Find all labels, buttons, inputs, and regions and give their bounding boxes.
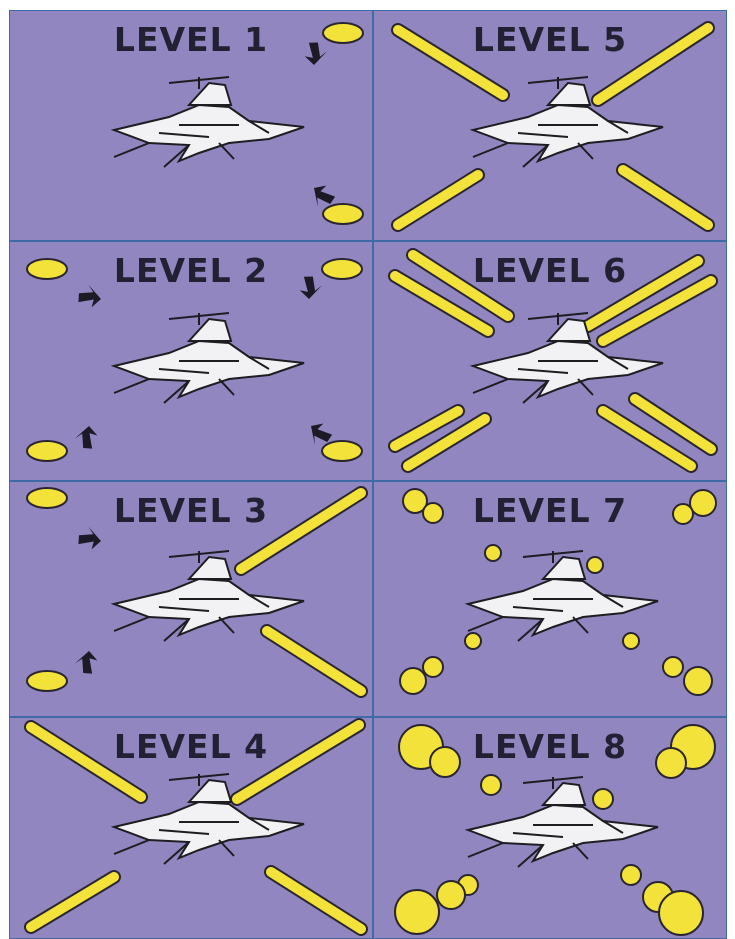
arrow-down-left-icon xyxy=(73,648,101,677)
yellow-orb-icon xyxy=(587,557,603,573)
yellow-laser-icon xyxy=(271,872,361,929)
yellow-orb-icon xyxy=(663,657,683,677)
arrow-up-right-icon xyxy=(296,273,323,301)
level-8-shot-pattern xyxy=(373,717,727,939)
yellow-laser-icon xyxy=(237,725,359,799)
yellow-laser-icon xyxy=(267,631,361,691)
yellow-shot-icon xyxy=(322,259,362,279)
yellow-orb-icon xyxy=(659,891,703,935)
level-3-shot-pattern xyxy=(9,481,373,717)
yellow-orb-icon xyxy=(481,775,501,795)
arrow-up-left-icon xyxy=(75,525,104,553)
starfighter-icon xyxy=(114,313,304,403)
yellow-shot-icon xyxy=(323,204,363,224)
yellow-orb-icon xyxy=(395,890,439,934)
level-5-shot-pattern xyxy=(373,10,727,241)
yellow-shot-icon xyxy=(27,671,67,691)
yellow-orb-icon xyxy=(623,633,639,649)
yellow-orb-icon xyxy=(437,881,465,909)
yellow-orb-icon xyxy=(430,747,460,777)
level-1-panel: LEVEL 1 xyxy=(9,10,373,241)
yellow-laser-icon xyxy=(31,877,114,927)
yellow-shot-icon xyxy=(323,23,363,43)
yellow-shot-icon xyxy=(27,259,67,279)
arrow-up-right-icon xyxy=(301,39,328,67)
level-6-panel: LEVEL 6 xyxy=(373,241,727,481)
yellow-orb-icon xyxy=(673,504,693,524)
yellow-shot-icon xyxy=(27,441,67,461)
yellow-laser-icon xyxy=(398,175,478,225)
level-8-panel: LEVEL 8 xyxy=(373,717,727,939)
level-7-shot-pattern xyxy=(373,481,727,717)
yellow-orb-icon xyxy=(423,657,443,677)
level-2-panel: LEVEL 2 xyxy=(9,241,373,481)
level-3-panel: LEVEL 3 xyxy=(9,481,373,717)
level-6-shot-pattern xyxy=(373,241,727,481)
yellow-orb-icon xyxy=(656,748,686,778)
level-5-panel: LEVEL 5 xyxy=(373,10,727,241)
level-1-shot-pattern xyxy=(9,10,373,241)
yellow-shot-icon xyxy=(322,441,362,461)
level-4-shot-pattern xyxy=(9,717,373,939)
arrow-up-left-icon xyxy=(75,283,104,311)
yellow-laser-icon xyxy=(398,30,503,95)
arrow-down-left-icon xyxy=(73,423,101,452)
yellow-shot-icon xyxy=(27,488,67,508)
yellow-laser-icon xyxy=(31,727,141,797)
yellow-orb-icon xyxy=(593,789,613,809)
level-7-panel: LEVEL 7 xyxy=(373,481,727,717)
level-4-panel: LEVEL 4 xyxy=(9,717,373,939)
yellow-laser-icon xyxy=(598,28,708,100)
yellow-laser-icon xyxy=(623,170,708,225)
yellow-orb-icon xyxy=(621,865,641,885)
yellow-laser-icon xyxy=(395,276,488,331)
starfighter-icon xyxy=(114,774,304,864)
yellow-orb-icon xyxy=(485,545,501,561)
yellow-laser-icon xyxy=(241,493,361,569)
starfighter-icon xyxy=(114,77,304,167)
level-grid: LEVEL 1 LEVEL 5 LEVEL 2 xyxy=(9,10,727,939)
starfighter-icon xyxy=(468,551,658,641)
starfighter-icon xyxy=(114,551,304,641)
level-2-shot-pattern xyxy=(9,241,373,481)
yellow-orb-icon xyxy=(423,503,443,523)
yellow-orb-icon xyxy=(465,633,481,649)
